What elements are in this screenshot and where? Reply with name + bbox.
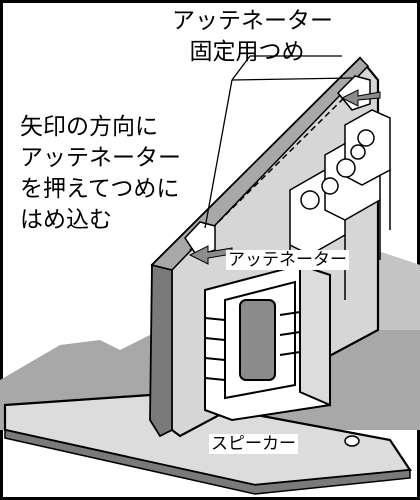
attenuator-tab-label-line2: 固定用つめ <box>189 39 305 65</box>
mounting-panel-edge <box>149 263 173 438</box>
terminal-blocks <box>289 109 391 320</box>
attenuator-tab-label: アッテネーター 固定用つめ <box>172 6 333 68</box>
instruction-line1: 矢印の方向に <box>20 114 158 140</box>
screw-hole <box>344 435 360 447</box>
speaker-label: スピーカー <box>209 434 298 454</box>
mounting-panel-rim <box>150 56 370 271</box>
instruction-line3: を押えてつめに <box>20 176 180 202</box>
instruction-line4: はめ込む <box>20 207 112 233</box>
instruction-line2: アッテネーター <box>20 145 181 171</box>
attenuator-rail <box>189 89 353 251</box>
attenuator-tab-label-line1: アッテネーター <box>172 8 333 34</box>
push-arrow-upper <box>340 89 381 107</box>
instruction-text: 矢印の方向に アッテネーター を押えてつめに はめ込む <box>20 112 181 236</box>
speaker-board-front-edge <box>4 429 411 495</box>
attenuator-label: アッテネーター <box>226 250 349 270</box>
attenuator-body <box>204 263 331 422</box>
